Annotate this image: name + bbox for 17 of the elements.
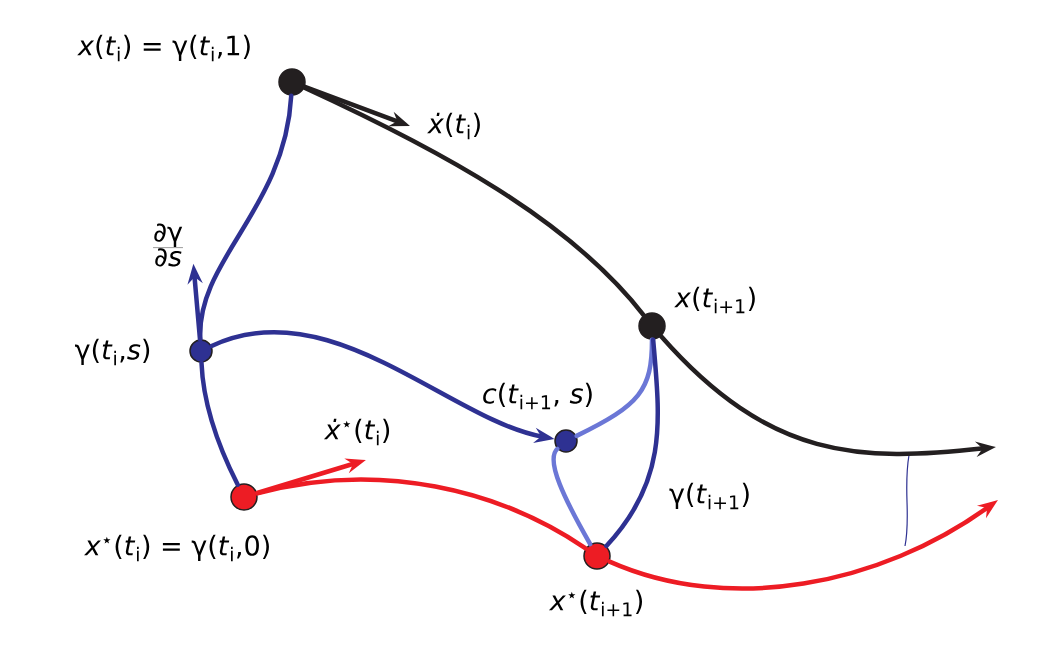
edge-label: ẋ$^{⋆}$(t$_{i}$) [323, 418, 390, 446]
point-label: x(t$_{i}$) = γ(t$_{i}$,1) [77, 34, 250, 62]
fraction-label: ∂γ ∂s [152, 223, 184, 267]
point-label: x$^{⋆}$(t$_{i}$) = γ(t$_{i}$,0) [84, 534, 269, 562]
curve [302, 85, 646, 318]
point-label: x(t$_{i+1}$) [674, 286, 755, 314]
point-label: x$^{⋆}$(t$_{i+1}$) [549, 589, 642, 617]
curve [604, 337, 661, 549]
curve [199, 360, 240, 487]
point-label: γ(t$_{i}$,s) [75, 338, 150, 366]
curve [255, 477, 588, 551]
curve [551, 446, 593, 547]
point-label: c(t$_{i+1}$, s) [483, 382, 592, 410]
edge-label: γ(t$_{i+1}$) [669, 482, 749, 510]
edge-label: ẋ(t$_{i}$) [427, 112, 480, 140]
curve [198, 93, 294, 342]
curve [574, 337, 655, 439]
